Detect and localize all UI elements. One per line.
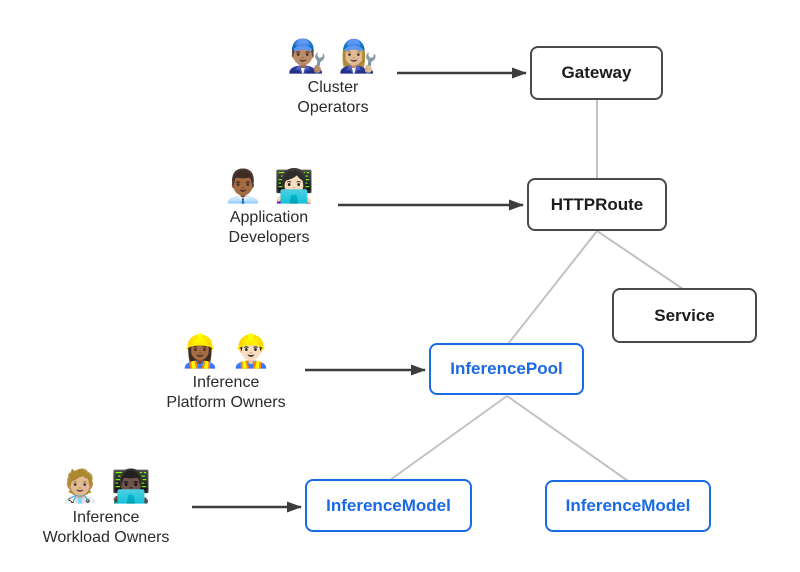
actor-inference-workload-owners: 🧑🏼‍⚕️ 👨🏿‍💻 Inference Workload Owners	[43, 464, 170, 548]
office-worker-technologist-emoji-icon: 👨🏾‍💼 👩🏻‍💻	[223, 168, 315, 204]
node-inferencepool-label: InferencePool	[450, 359, 563, 378]
node-inferencemodel-right: InferenceModel	[545, 480, 711, 532]
actor-inference-platform-owners-label: Inference Platform Owners	[166, 373, 285, 413]
actor-application-developers: 👨🏾‍💼 👩🏻‍💻 Application Developers	[223, 164, 315, 248]
node-httproute-label: HTTPRoute	[550, 194, 644, 214]
actor-label-line: Operators	[297, 99, 369, 116]
node-gateway: Gateway	[530, 46, 663, 100]
construction-workers-emoji-icon: 👷🏾‍♀️ 👷🏻‍♂️	[180, 333, 272, 369]
node-inferencemodel-left: InferenceModel	[305, 479, 472, 532]
actor-label-line: Cluster	[307, 79, 359, 96]
actor-label-line: Inference	[72, 509, 140, 526]
node-httproute: HTTPRoute	[527, 178, 667, 231]
actor-inference-platform-owners: 👷🏾‍♀️ 👷🏻‍♂️ Inference Platform Owners	[166, 329, 285, 413]
mechanics-emoji-icon: 👨🏽‍🔧 👩🏼‍🔧	[287, 38, 379, 74]
edge-httproute-service	[596, 230, 684, 290]
health-worker-technologist-emoji-icon: 🧑🏼‍⚕️ 👨🏿‍💻	[60, 468, 152, 504]
edge-inferencepool-inferencemodel-right	[506, 395, 629, 482]
actor-label-line: Inference	[192, 374, 260, 391]
actor-inference-workload-owners-label: Inference Workload Owners	[43, 508, 170, 548]
node-gateway-label: Gateway	[561, 63, 632, 82]
actor-label-line: Developers	[228, 229, 310, 246]
actor-label-line: Workload Owners	[42, 529, 170, 546]
node-inferencemodel-right-label: InferenceModel	[565, 496, 691, 515]
edge-inferencepool-inferencemodel-left	[389, 395, 508, 481]
actor-cluster-operators: 👨🏽‍🔧 👩🏼‍🔧 Cluster Operators	[287, 34, 379, 118]
node-service: Service	[612, 288, 757, 343]
node-inferencepool: InferencePool	[429, 343, 584, 395]
actor-application-developers-label: Application Developers	[229, 208, 310, 248]
node-service-label: Service	[654, 305, 715, 325]
actor-cluster-operators-label: Cluster Operators	[297, 78, 368, 118]
edge-httproute-inferencepool	[507, 230, 598, 345]
actor-label-line: Platform Owners	[166, 394, 286, 411]
actor-label-line: Application	[229, 209, 309, 226]
node-inferencemodel-left-label: InferenceModel	[326, 495, 451, 515]
